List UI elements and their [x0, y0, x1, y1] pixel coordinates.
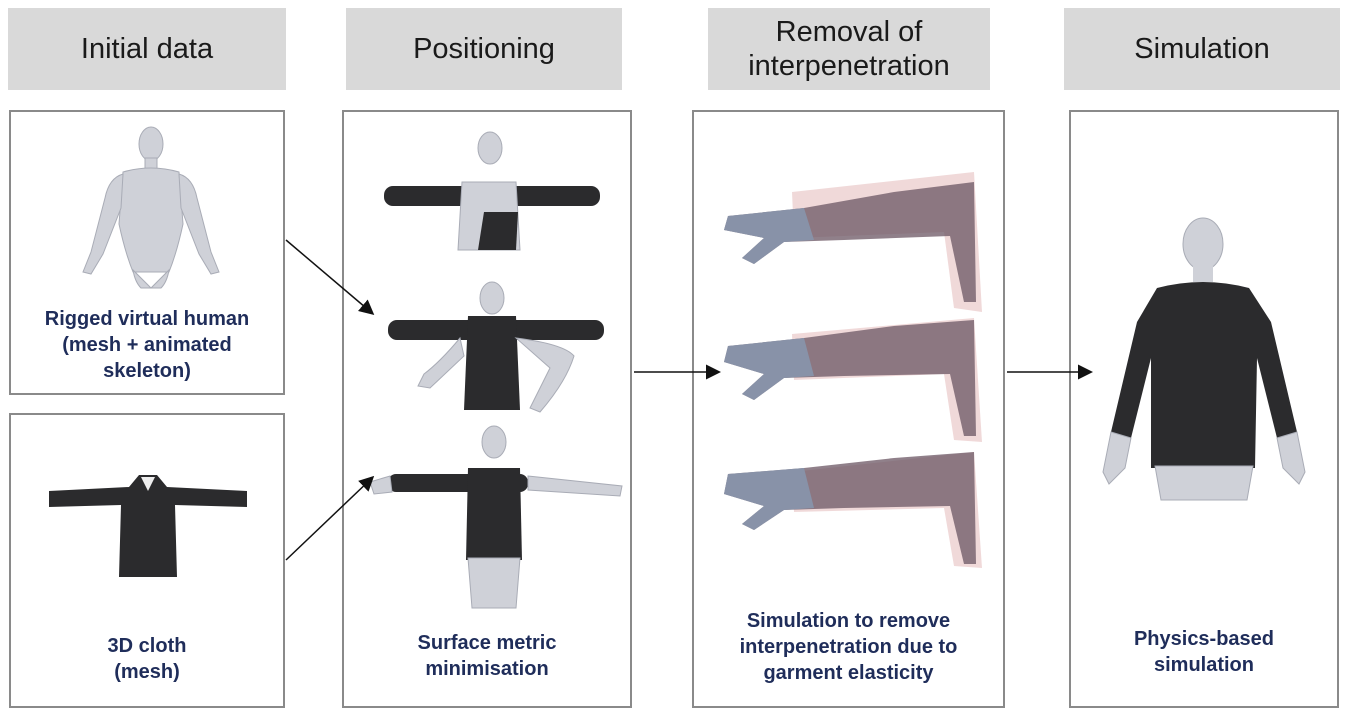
panel-simulation: Physics-based simulation — [1069, 110, 1339, 708]
panel-positioning: Surface metric minimisation — [342, 110, 632, 708]
caption-3d-cloth: 3D cloth (mesh) — [107, 635, 187, 683]
positioning-figure-3 — [369, 425, 623, 609]
header-removal-line1: Removal of — [775, 16, 923, 48]
caption-rigged-human: Rigged virtual human (mesh + animated sk… — [44, 308, 250, 382]
positioning-figure-1 — [384, 131, 600, 251]
header-simulation-label: Simulation — [1134, 33, 1270, 65]
positioning-figure-2 — [388, 281, 604, 413]
cloth-mesh-figure — [49, 475, 247, 577]
caption-removal: Simulation to remove interpenetration du… — [739, 610, 958, 684]
header-removal-line2: interpenetration — [748, 50, 950, 82]
arm-interpenetration-figures — [724, 172, 982, 568]
simulated-human-figure — [1102, 217, 1306, 501]
panel-removal: Simulation to remove interpenetration du… — [692, 110, 1005, 708]
header-simulation: Simulation — [1064, 8, 1340, 90]
header-initial-data: Initial data — [8, 8, 286, 90]
header-removal: Removal of interpenetration — [708, 8, 990, 90]
panel-3d-cloth: 3D cloth (mesh) — [9, 413, 285, 708]
caption-simulation: Physics-based simulation — [1133, 628, 1275, 676]
arm-figure-2 — [724, 318, 982, 442]
header-initial-data-label: Initial data — [80, 33, 214, 65]
virtual-human-figure — [82, 126, 220, 289]
header-positioning-label: Positioning — [413, 33, 555, 65]
header-positioning: Positioning — [346, 8, 622, 90]
caption-positioning: Surface metric minimisation — [417, 632, 557, 680]
panel-rigged-human: Rigged virtual human (mesh + animated sk… — [9, 110, 285, 395]
positioning-figures — [369, 131, 623, 609]
arm-figure-1 — [724, 172, 982, 312]
arm-figure-3 — [724, 452, 982, 568]
